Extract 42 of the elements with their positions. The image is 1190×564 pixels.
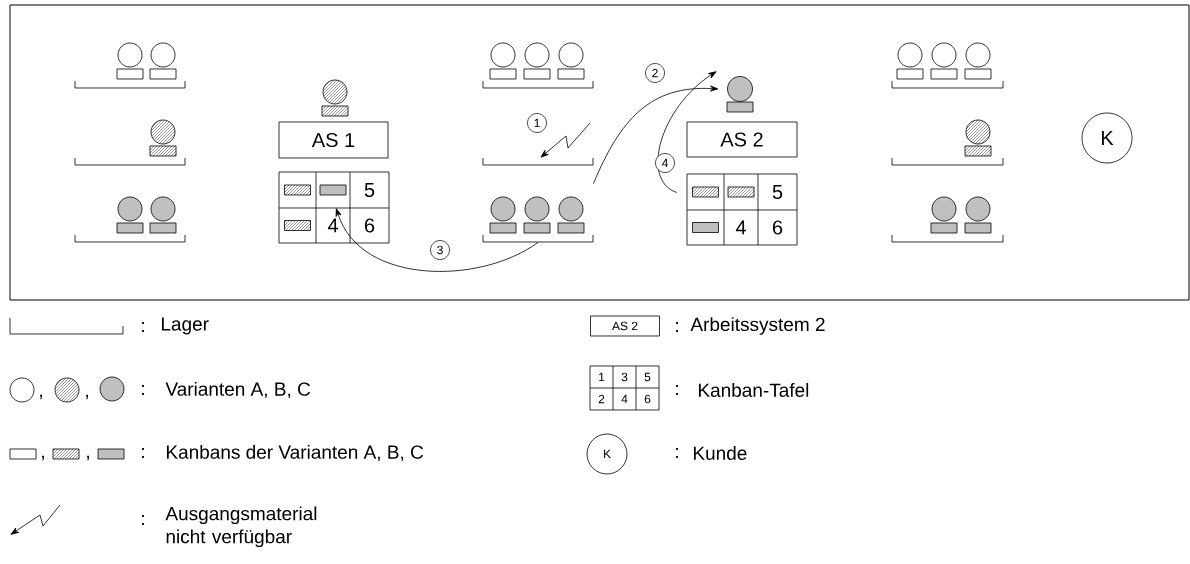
kanban-board: 4 6 xyxy=(284,218,375,233)
legend-text: Ausgangsmaterial nicht verfügbar xyxy=(165,506,317,548)
separator-colon: : xyxy=(142,447,144,458)
arrow xyxy=(593,85,719,184)
separator-colon: : xyxy=(676,384,678,395)
legend-box: AS 2 xyxy=(590,315,660,337)
label: 1 xyxy=(599,372,605,382)
kanban-board xyxy=(692,186,719,198)
legend-text: Varianten A, B, C xyxy=(165,381,311,399)
kanban-board xyxy=(278,171,390,244)
work-system-box: AS 2 xyxy=(686,121,798,158)
separator-colon: : xyxy=(142,384,144,395)
comma: , xyxy=(87,455,89,461)
comma: , xyxy=(42,455,44,461)
separator-colon: : xyxy=(676,322,678,332)
separator-colon: : xyxy=(142,514,144,525)
comma: , xyxy=(40,394,42,400)
kanban-board xyxy=(686,173,798,246)
arrow xyxy=(335,208,539,272)
step-number: 2 xyxy=(645,63,665,83)
step-number: 3 xyxy=(430,240,450,260)
label: 4 xyxy=(621,394,628,404)
separator-colon: : xyxy=(142,322,144,332)
label: 5 xyxy=(644,372,651,382)
kanban-board: 5 4 6 xyxy=(692,185,783,235)
legend-text: Lager xyxy=(161,317,209,335)
separator-colon: : xyxy=(676,447,678,458)
shelf-drawing xyxy=(482,196,594,243)
step-number: 1 xyxy=(527,113,547,133)
step-number: 4 xyxy=(655,153,675,173)
work-system-box: AS 1 xyxy=(278,121,389,159)
label: 3 xyxy=(621,372,628,382)
legend-text: Kanbans der Varianten A, B, C xyxy=(166,444,424,462)
legend-text: Kanban-Tafel xyxy=(698,383,809,397)
label: 2 xyxy=(598,394,605,404)
label: 6 xyxy=(644,394,651,404)
arrow xyxy=(657,71,717,193)
kanban-board: 5 xyxy=(284,183,375,197)
legend-board: 1 3 5 2 4 6 xyxy=(589,365,660,411)
legend-text: Arbeitssystem 2 xyxy=(690,317,825,335)
comma: , xyxy=(86,394,88,400)
legend-text: Kunde xyxy=(693,446,747,460)
